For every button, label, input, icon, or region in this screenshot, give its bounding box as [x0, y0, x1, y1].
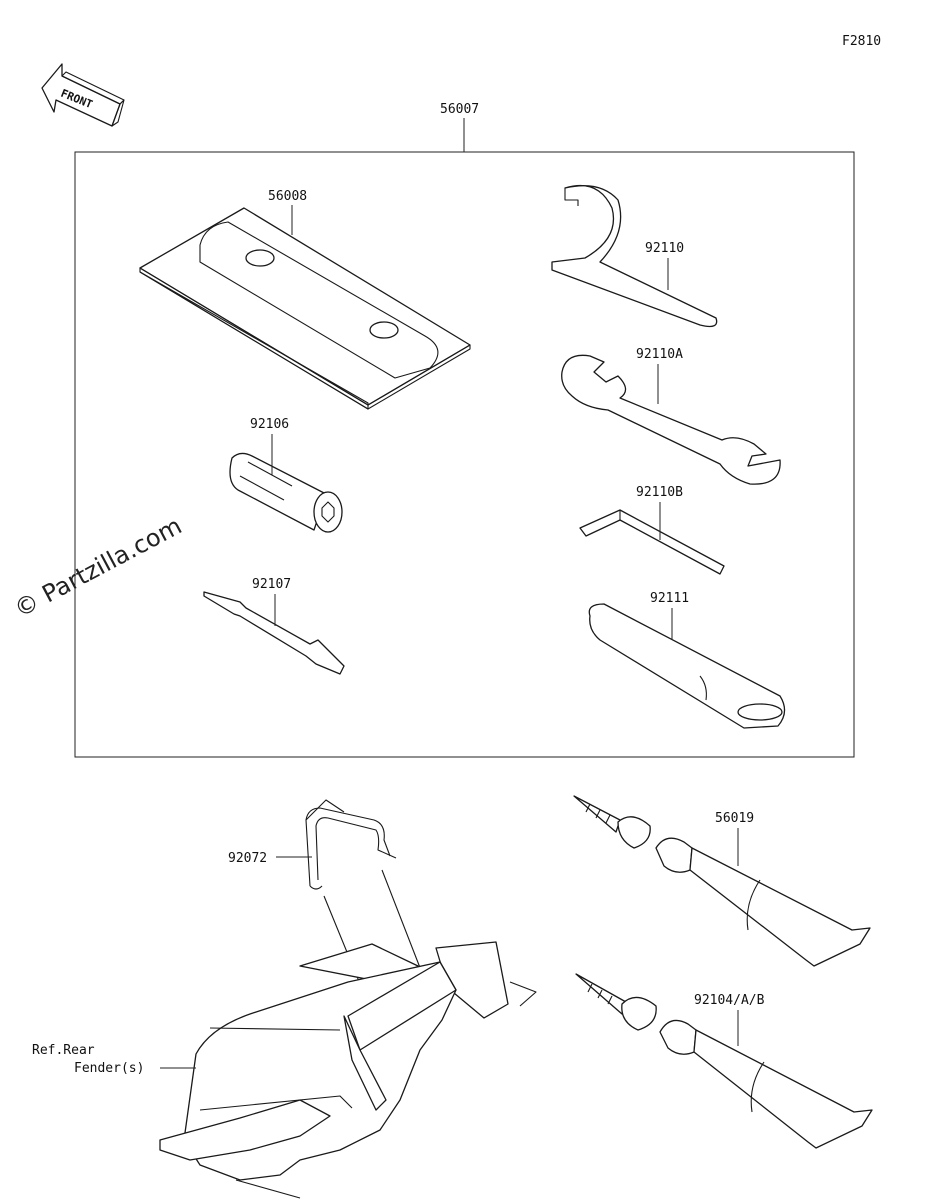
tube-1-label: 56019 — [715, 811, 754, 826]
tube-2-label: 92104/A/B — [694, 993, 765, 1008]
clip-part — [305, 799, 397, 890]
rear-fender-reference — [159, 869, 537, 1199]
pouch-label: 56008 — [268, 189, 307, 204]
kit-box — [74, 151, 855, 758]
tube-1-part — [573, 795, 871, 967]
screwdriver-part — [203, 591, 345, 675]
handle-pipe-label: 92111 — [650, 591, 689, 606]
tube-2-part — [575, 973, 873, 1149]
kit-label: 56007 — [440, 102, 479, 117]
open-wrench-label: 92110A — [636, 347, 683, 362]
open-wrench-part — [561, 354, 781, 485]
spanner-part — [551, 184, 718, 328]
clip-label: 92072 — [228, 851, 267, 866]
pouch-part — [139, 207, 471, 410]
handle-pipe-part — [588, 603, 786, 729]
hex-key-label: 92110B — [636, 485, 683, 500]
figure-code: F2810 — [842, 34, 881, 49]
watermark: © Partzilla.com — [10, 512, 187, 624]
spanner-label: 92110 — [645, 241, 684, 256]
ref-line2: Fender(s) — [74, 1061, 144, 1076]
socket-label: 92106 — [250, 417, 289, 432]
screwdriver-label: 92107 — [252, 577, 291, 592]
front-arrow-icon: FRONT — [41, 63, 125, 127]
socket-part — [229, 452, 343, 533]
hex-key-part — [579, 509, 725, 575]
ref-line1: Ref.Rear — [32, 1043, 95, 1058]
